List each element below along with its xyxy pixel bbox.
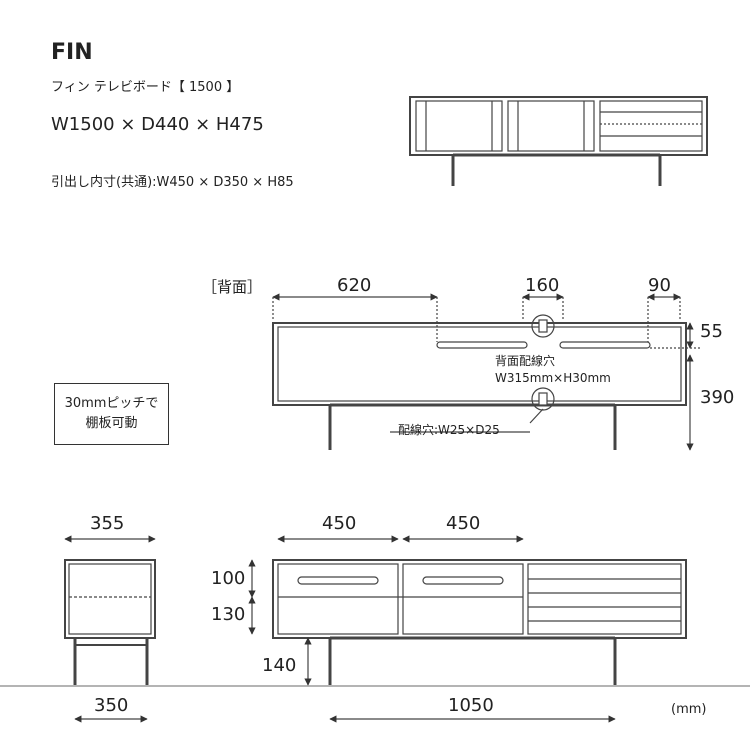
dim-front-lower: 130 — [211, 604, 246, 625]
cable-hole-small: 配線穴:W25×D25 — [398, 423, 500, 437]
side-view-drawing — [64, 535, 156, 723]
rear-view-drawing — [272, 293, 700, 451]
shelf-note-box: 30mmピッチで 棚板可動 — [54, 383, 169, 445]
dim-rear-right: 90 — [648, 275, 671, 296]
dim-rear-mid: 160 — [525, 275, 560, 296]
drawer-inner-dimensions: 引出し内寸(共通):W450 × D350 × H85 — [51, 175, 294, 190]
dim-rear-top: 55 — [700, 321, 723, 342]
product-subtitle: フィン テレビボード【 1500 】 — [51, 80, 240, 95]
top-illustration — [409, 96, 708, 186]
dim-rear-left: 620 — [337, 275, 372, 296]
dim-front-leg: 140 — [262, 655, 297, 676]
dim-side-bottom: 350 — [94, 695, 129, 716]
front-view-drawing — [248, 535, 687, 723]
dim-side-top: 355 — [90, 513, 125, 534]
product-dimensions: W1500 × D440 × H475 — [51, 114, 264, 135]
dim-front-upper: 100 — [211, 568, 246, 589]
product-title: FIN — [51, 40, 93, 65]
cable-hole-size: W315mm×H30mm — [495, 371, 611, 385]
unit-label: (mm) — [671, 702, 707, 717]
shelf-note-line2: 棚板可動 — [85, 416, 138, 431]
dim-front-leg-span: 1050 — [448, 695, 494, 716]
dim-front-drawer1: 450 — [322, 513, 357, 534]
dim-rear-height: 390 — [700, 387, 735, 408]
dim-front-drawer2: 450 — [446, 513, 481, 534]
shelf-note-line1: 30mmピッチで — [64, 396, 159, 411]
cable-hole-title: 背面配線穴 — [495, 354, 556, 368]
rear-view-label: ［背面］ — [202, 278, 263, 296]
